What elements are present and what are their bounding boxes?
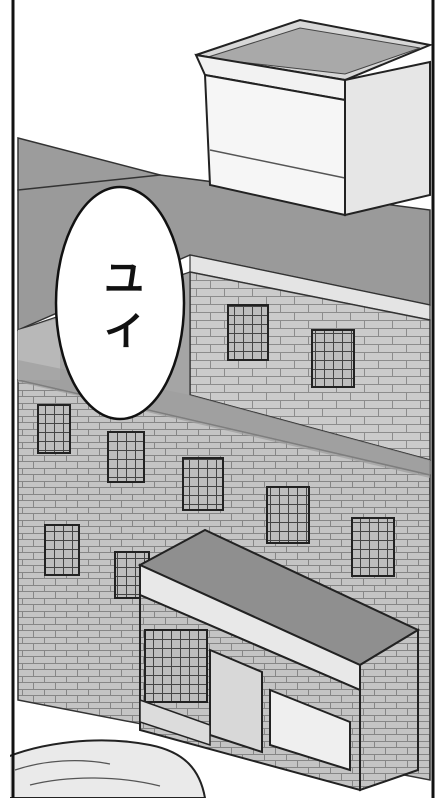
window <box>37 404 71 454</box>
window <box>227 304 269 361</box>
shop-window <box>144 629 208 703</box>
foreground-figure <box>0 739 207 798</box>
window <box>107 431 145 483</box>
window <box>266 486 310 544</box>
building-windows <box>37 304 395 599</box>
window <box>311 329 355 388</box>
bubble-text-line-2: イ <box>104 309 144 355</box>
entrance-doorway <box>209 648 263 754</box>
rooftop-structure <box>194 18 434 217</box>
window <box>182 457 224 511</box>
speech-bubble: ユ イ <box>54 185 186 421</box>
window <box>44 524 80 576</box>
building-entrance <box>137 528 421 792</box>
bubble-text-line-1: ユ <box>104 256 144 302</box>
window <box>351 517 395 577</box>
